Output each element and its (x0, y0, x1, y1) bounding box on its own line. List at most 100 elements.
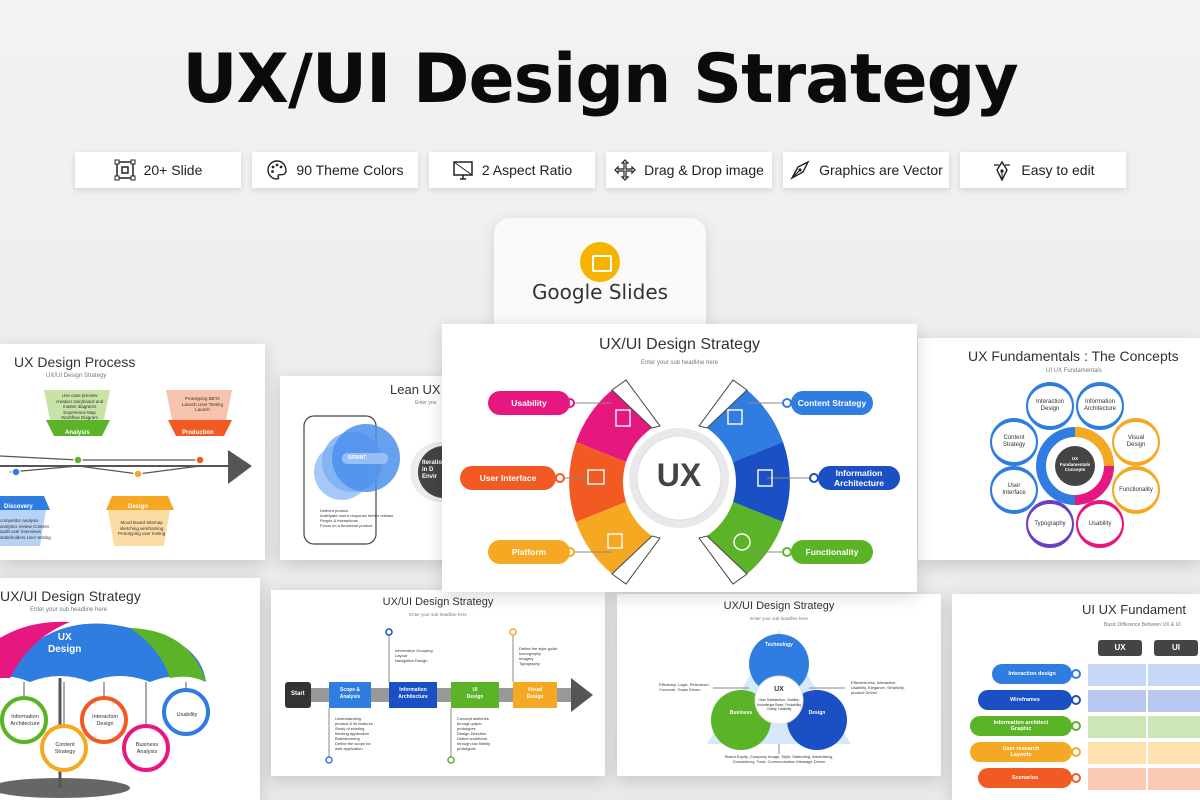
uiux-table (1071, 640, 1200, 790)
umbrella-top-label: UX Design (48, 632, 82, 655)
slide-subtitle: Enter you (415, 400, 437, 406)
google-slides-icon (580, 242, 620, 282)
uiux-row: Information architect Graphic (970, 716, 1072, 736)
process-diagram (0, 390, 252, 546)
slide-main-strategy[interactable]: UX/UI Design Strategy Enter your sub hea… (442, 324, 917, 592)
vector-pen-icon (790, 160, 810, 180)
slide-subtitle: Enter your sub headline here (30, 607, 108, 613)
lean-bullets: Defined product Anticipate user's respon… (320, 508, 393, 528)
discovery-text: competitor analysis analytics review Con… (0, 518, 51, 540)
feature-colors: 90 Theme Colors (252, 152, 418, 188)
timeline-top-text: Information Grouping Layout Navigation D… (395, 648, 433, 663)
step-discovery: Discovery (4, 504, 33, 510)
timeline-diagram (285, 628, 593, 764)
feature-slides: 20+ Slide (75, 152, 241, 188)
slide-subtitle: UX/UI Design Strategy (46, 373, 107, 379)
umbrella-node: Interaction Design (92, 714, 118, 727)
pill-content-strategy: Content Strategy (791, 391, 873, 415)
feature-label: Drag & Drop image (644, 162, 764, 178)
features-bar: 20+ Slide 90 Theme Colors 2 Aspect Ratio… (75, 152, 1126, 188)
pill-user-interface: User Interface (460, 466, 556, 490)
feature-label: 2 Aspect Ratio (481, 162, 573, 178)
lean-bullet: Defined product (320, 508, 349, 513)
palette-icon (267, 160, 288, 180)
timeline-step: Scope & Analysis (339, 687, 361, 700)
umbrella-node: Usability (176, 712, 198, 718)
uiux-ui-header: UI (1172, 643, 1180, 652)
iteration-label: Iteration in D Envir (422, 460, 446, 480)
feature-label: Easy to edit (1021, 162, 1095, 178)
feature-drag-drop: Drag & Drop image (606, 152, 772, 188)
slide-timeline[interactable]: UX/UI Design Strategy Enter your sub hea… (271, 590, 605, 776)
slide-title: UX/UI Design Strategy (599, 336, 760, 353)
timeline-start: Start (291, 691, 305, 697)
umbrella-node: Information Architecture (10, 714, 40, 727)
fund-node: Information Architecture (1078, 386, 1122, 426)
fund-node: Functionality (1114, 470, 1158, 510)
triangle-center: UX (774, 686, 784, 693)
design-text: Mood Board Sitemap sketching wireframing… (118, 520, 166, 536)
pill-information-architecture: Information Architecture (818, 466, 900, 490)
triangle-left-text: Efficiency, Logic, Relevance, Concrete, … (659, 682, 710, 692)
feature-label: 90 Theme Colors (296, 162, 404, 178)
umbrella-node: Business Analysis (135, 742, 159, 755)
google-slides-card: Google Slides (494, 218, 706, 338)
timeline-top-text: Define the style guide Iconography Image… (519, 646, 558, 666)
move-icon (614, 159, 636, 181)
triangle-diagram (707, 630, 851, 754)
lean-bullet: Focus on a functional product (320, 523, 373, 528)
timeline-bottom-text: Concept sketches through paper prototype… (457, 716, 491, 751)
step-analysis: Analysis (65, 430, 90, 436)
slide-ux-fundamentals[interactable]: UX Fundamentals : The Concepts UI UX Fun… (918, 338, 1200, 560)
slide-ux-design-process[interactable]: UX Design Process UX/UI Design Strategy … (0, 344, 265, 560)
fund-node: User Interface (992, 470, 1036, 510)
umbrella-node: Content Strategy (54, 742, 76, 755)
timeline-step: Information Architecture (398, 687, 428, 700)
slide-subtitle: Enter your sub headline here (750, 616, 808, 621)
slide-uiux-fundamentals[interactable]: UI UX Fundament Basic Difference Between… (952, 594, 1200, 800)
triangle-bottom-text: Brand Equity, Company Image, Style, Mark… (725, 754, 833, 764)
timeline-step: Visual Design (526, 687, 544, 700)
slide-umbrella[interactable]: UX/UI Design Strategy Enter your sub hea… (0, 578, 260, 800)
step-design: Design (128, 504, 149, 510)
pill-platform: Platform (488, 540, 570, 564)
slide-title: UI UX Fundament (1082, 602, 1187, 617)
triangle-business: Business (729, 710, 753, 716)
umbrella-diagram (0, 621, 210, 798)
monitor-icon (453, 161, 473, 180)
fund-node: Content Strategy (992, 422, 1036, 462)
triangle-center-text: User Satisfaction, Viability, Knowledge … (757, 698, 802, 711)
uiux-row: Wireframes (978, 690, 1072, 710)
slide-subtitle: Basic Difference Between UX & UI (1104, 622, 1181, 628)
step-production: Production (182, 430, 214, 436)
edit-pen-icon (994, 160, 1011, 181)
analysis-text: Use case preview creation storyboard and… (56, 393, 104, 420)
slide-title: UX/UI Design Strategy (0, 588, 141, 604)
feature-vector: Graphics are Vector (783, 152, 949, 188)
page-title: UX/UI Design Strategy (182, 40, 1018, 119)
main-ux-diagram (555, 379, 819, 585)
feature-easy-edit: Easy to edit (960, 152, 1126, 188)
feature-label: Graphics are Vector (819, 162, 943, 178)
sprint-label: SPRINT (348, 455, 367, 461)
triangle-right-text: Effectiveness, Interactive, Usability, E… (851, 680, 905, 695)
pill-usability: Usability (488, 391, 570, 415)
timeline-bottom-text: Understanding product & its features Stu… (335, 716, 373, 751)
slide-subtitle: UI UX Fundamentals (1046, 368, 1102, 374)
fund-node: Usability (1078, 504, 1122, 544)
slide-title: UX Fundamentals : The Concepts (968, 348, 1179, 364)
slides-icon (114, 159, 136, 181)
google-slides-label: Google Slides (531, 280, 669, 304)
slide-triangle[interactable]: UX/UI Design Strategy Enter your sub hea… (617, 594, 941, 776)
slide-subtitle: Enter your sub headline here (409, 612, 467, 617)
triangle-technology: Technology (765, 642, 793, 648)
uiux-row: Scenarios (978, 768, 1072, 788)
production-text: Prototyping BETA Launch User Testing Lau… (182, 396, 223, 412)
slide-title: UX/UI Design Strategy (382, 596, 494, 608)
triangle-design: Design (808, 710, 826, 716)
lean-bullet: Anticipate user's response before releas… (320, 513, 394, 518)
slide-title: UX/UI Design Strategy (723, 600, 835, 612)
slide-title: UX Design Process (14, 354, 136, 370)
lean-bullet: People & interactions (320, 518, 358, 523)
slide-title: Lean UX V (390, 382, 453, 397)
